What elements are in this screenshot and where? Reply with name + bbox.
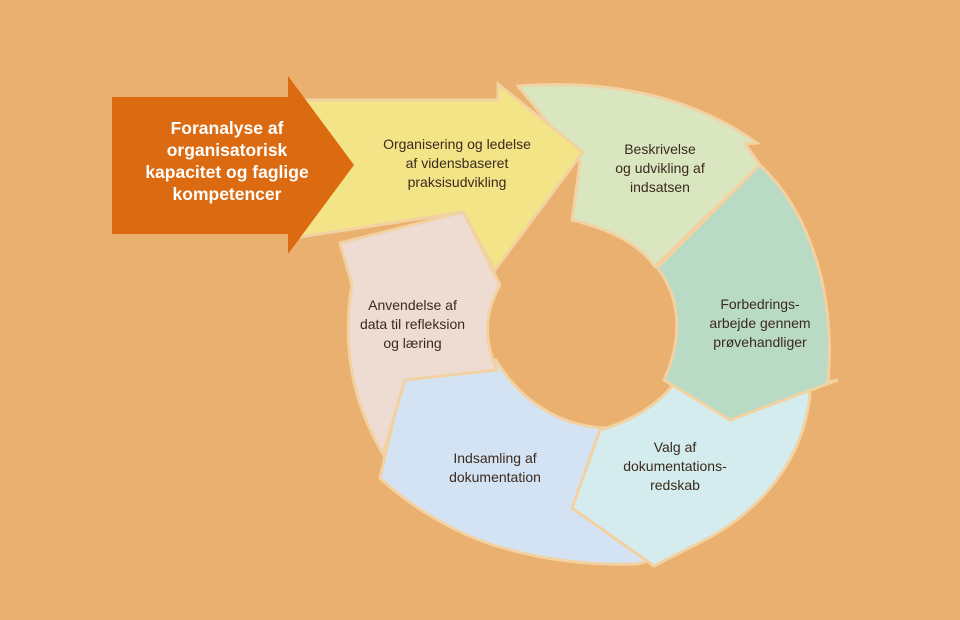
label-valg-line-2: dokumentations- bbox=[623, 458, 727, 474]
segment-beskrivelse bbox=[515, 82, 762, 269]
label-forbedring-line-2: arbejde gennem bbox=[709, 315, 811, 331]
segment-forbedring bbox=[653, 162, 839, 422]
label-forbedring-line-1: Forbedrings- bbox=[720, 296, 800, 312]
label-beskrivelse-line-2: og udvikling af bbox=[615, 160, 705, 176]
label-indsamling-line-1: Indsamling af bbox=[453, 450, 537, 466]
label-beskrivelse: Beskrivelse og udvikling af indsatsen bbox=[590, 140, 730, 197]
label-valg-line-1: Valg af bbox=[653, 439, 697, 455]
label-valg: Valg af dokumentations- redskab bbox=[605, 438, 745, 495]
segment-valg bbox=[570, 364, 812, 568]
intro-line-1: Foranalyse af bbox=[170, 118, 284, 138]
intro-label: Foranalyse af organisatorisk kapacitet o… bbox=[112, 117, 342, 205]
label-indsamling: Indsamling af dokumentation bbox=[425, 449, 565, 487]
segment-anvendelse bbox=[338, 210, 502, 458]
label-anvendelse-line-2: data til refleksion bbox=[359, 316, 466, 332]
label-indsamling-line-2: dokumentation bbox=[449, 469, 541, 485]
label-anvendelse-line-1: Anvendelse af bbox=[368, 297, 457, 313]
label-beskrivelse-line-3: indsatsen bbox=[630, 179, 690, 195]
label-anvendelse-line-3: og læring bbox=[383, 335, 442, 351]
label-forbedring-line-3: prøvehandliger bbox=[713, 334, 807, 350]
intro-line-4: kompetencer bbox=[172, 184, 282, 204]
label-anvendelse: Anvendelse af data til refleksion og lær… bbox=[340, 296, 485, 353]
intro-line-3: kapacitet og faglige bbox=[145, 162, 309, 182]
label-organisering-line-1: Organisering og ledelse bbox=[383, 136, 531, 152]
label-organisering: Organisering og ledelse af vidensbaseret… bbox=[372, 135, 542, 192]
label-organisering-line-2: af vidensbaseret bbox=[405, 155, 509, 171]
label-beskrivelse-line-1: Beskrivelse bbox=[624, 141, 696, 157]
intro-line-2: organisatorisk bbox=[166, 140, 288, 160]
label-valg-line-3: redskab bbox=[650, 477, 700, 493]
label-forbedring: Forbedrings- arbejde gennem prøvehandlig… bbox=[690, 295, 830, 352]
segment-organisering bbox=[298, 80, 586, 273]
label-organisering-line-3: praksisudvikling bbox=[407, 174, 507, 190]
intro-arrow bbox=[112, 76, 354, 254]
